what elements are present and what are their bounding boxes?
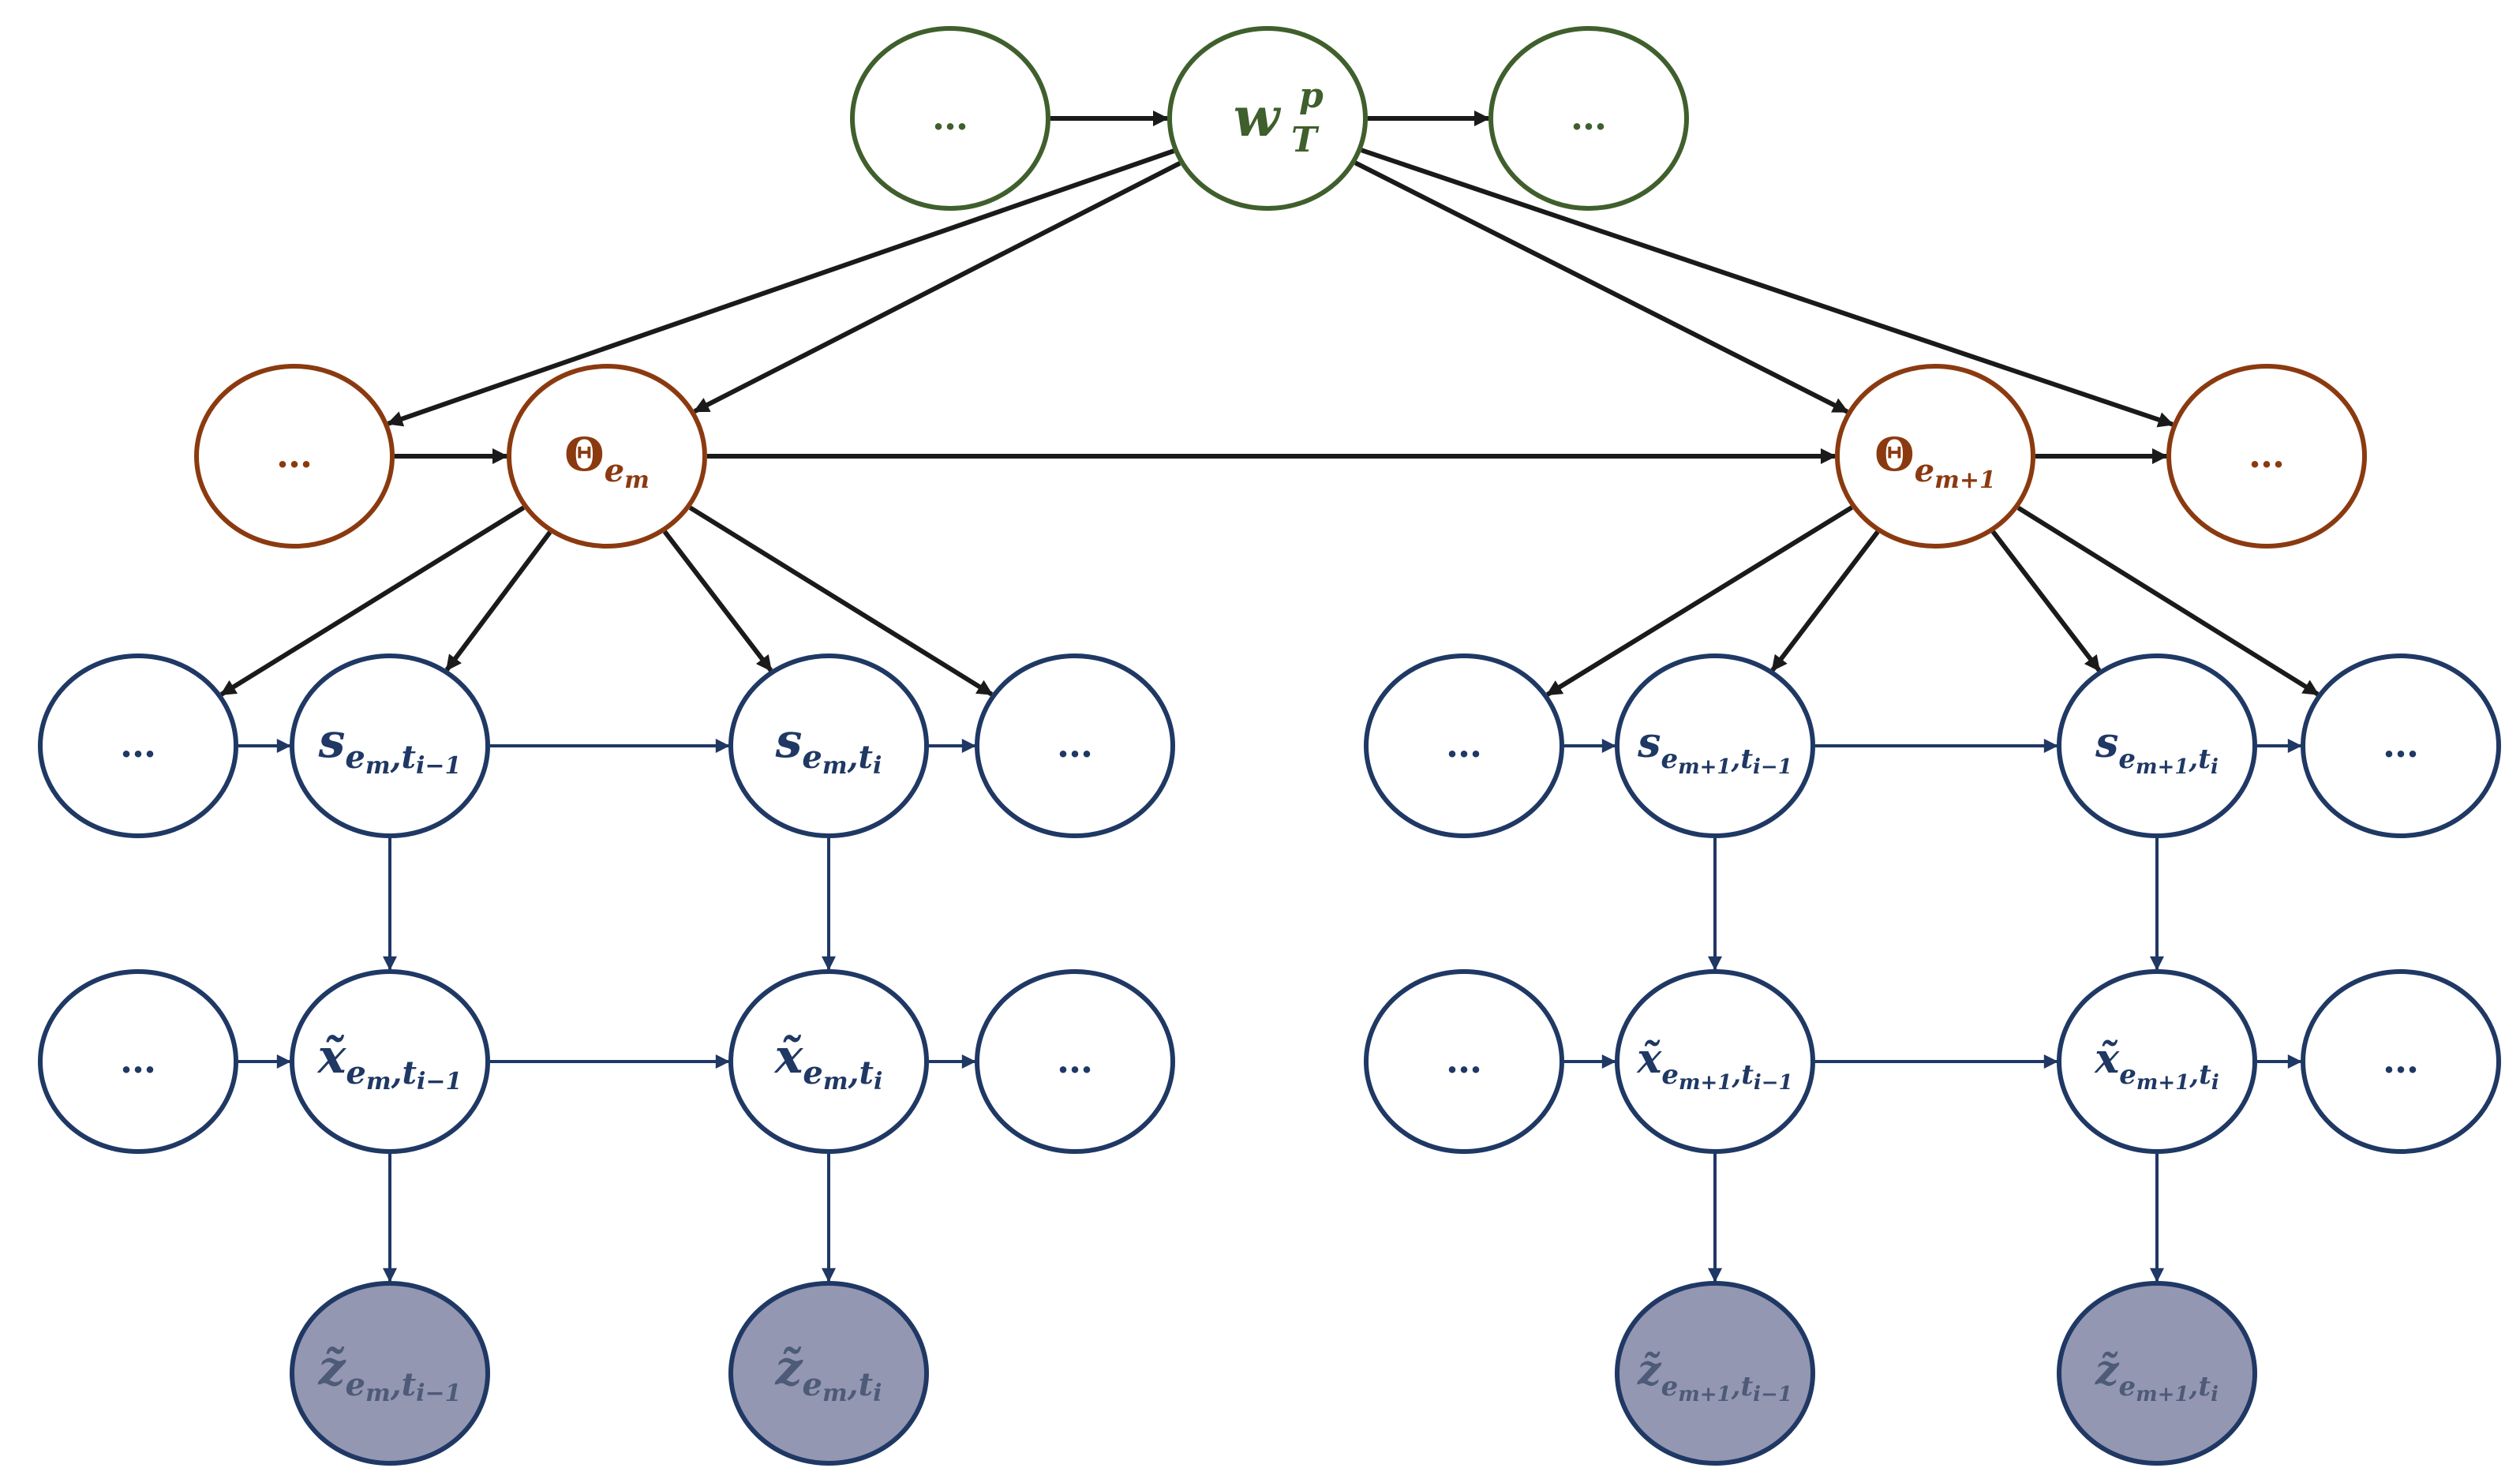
node-ellipse [2057, 969, 2257, 1154]
node-ellipse [2057, 653, 2257, 838]
edge-w-t-p-to-theta-dots-left [386, 148, 1175, 427]
node-ellipse [1167, 26, 1368, 211]
node-label: x̃em,ti−1 [316, 1029, 462, 1095]
node-ellipse [1615, 969, 1815, 1154]
node-s-dots-4: … [2301, 653, 2501, 838]
node-label: … [1446, 1039, 1482, 1081]
edge-theta-em-to-s-em-ti1 [444, 530, 552, 672]
node-ellipse [1615, 1281, 1815, 1466]
edge-theta-em-to-s-dots-2 [688, 505, 994, 697]
node-ellipse [290, 653, 490, 838]
node-ellipse [2301, 653, 2501, 838]
node-label: sem+1,ti−1 [1637, 719, 1792, 779]
node-s-em1-ti: sem+1,ti [2057, 653, 2257, 838]
node-top-dots-left: … [850, 26, 1050, 211]
node-x-em-ti1: x̃em,ti−1 [290, 969, 490, 1154]
node-s-em1-ti1: sem+1,ti−1 [1615, 653, 1815, 838]
node-label: x̃em+1,ti [2094, 1035, 2219, 1095]
node-label: … [1571, 95, 1607, 138]
node-s-dots-3: … [1364, 653, 1564, 838]
node-x-dots-1: … [38, 969, 238, 1154]
node-ellipse [507, 364, 707, 549]
node-top-dots-right: … [1488, 26, 1689, 211]
node-ellipse [728, 653, 929, 838]
node-ellipse [194, 364, 395, 549]
node-z-em-ti1: z̃em,ti−1 [290, 1281, 490, 1466]
edge-theta-em1-to-s-em1-ti1 [1770, 530, 1880, 672]
node-theta-em: Θem [507, 364, 707, 549]
node-x-dots-4: … [2301, 969, 2501, 1154]
node-label: … [120, 1039, 156, 1081]
node-ellipse [1364, 653, 1564, 838]
edges [219, 110, 2320, 1283]
node-label: … [2383, 1039, 2419, 1081]
edge-theta-em1-to-s-em1-ti [1990, 530, 2102, 672]
node-ellipse [1488, 26, 1689, 211]
node-label: sem,ti [775, 713, 882, 780]
node-label: … [276, 433, 313, 476]
node-label: w [1234, 86, 1282, 149]
node-s-em-ti: sem,ti [728, 653, 929, 838]
nodes: … pTw … … Θem Θem+1 … … sem,ti−1 sem,ti … … sem+1,ti… [38, 26, 2501, 1466]
node-label: … [120, 723, 156, 766]
node-s-em-ti1: sem,ti−1 [290, 653, 490, 838]
node-ellipse [2301, 969, 2501, 1154]
node-label: x̃em,ti [773, 1029, 883, 1095]
node-label: … [1057, 1039, 1093, 1081]
node-ellipse [2057, 1281, 2257, 1466]
node-x-dots-3: … [1364, 969, 1564, 1154]
node-x-em1-ti: x̃em+1,ti [2057, 969, 2257, 1154]
node-x-em-ti: x̃em,ti [728, 969, 929, 1154]
node-w-t-p: pTw [1167, 26, 1368, 211]
node-label-sub: T [1291, 120, 1320, 160]
node-label: z̃em+1,ti−1 [1637, 1346, 1792, 1406]
node-label: x̃em+1,ti−1 [1636, 1035, 1792, 1095]
node-label: sem,ti−1 [318, 713, 462, 780]
node-s-dots-1: … [38, 653, 238, 838]
node-ellipse [975, 653, 1175, 838]
node-ellipse [728, 969, 929, 1154]
node-theta-dots-right: … [2166, 364, 2367, 549]
node-ellipse [38, 653, 238, 838]
node-ellipse [2166, 364, 2367, 549]
edge-theta-em-to-s-em-ti [662, 530, 773, 672]
node-label: … [2249, 433, 2285, 476]
node-z-em1-ti1: z̃em+1,ti−1 [1615, 1281, 1815, 1466]
node-label: … [932, 95, 968, 138]
node-ellipse [975, 969, 1175, 1154]
node-ellipse [1835, 364, 2035, 549]
node-label: … [2383, 723, 2419, 766]
node-ellipse [290, 1281, 490, 1466]
node-ellipse [850, 26, 1050, 211]
node-label: Θem+1 [1874, 428, 1996, 494]
edge-w-t-p-to-theta-dots-right [1361, 148, 2174, 428]
node-label: Θem [564, 428, 650, 494]
node-x-em1-ti1: x̃em+1,ti−1 [1615, 969, 1815, 1154]
node-z-em-ti: z̃em,ti [728, 1281, 929, 1466]
node-ellipse [728, 1281, 929, 1466]
node-ellipse [1615, 653, 1815, 838]
edge-theta-em1-to-s-dots-4 [2016, 505, 2320, 697]
node-label: … [1057, 723, 1093, 766]
edge-theta-em-to-s-dots-1 [219, 505, 526, 697]
node-x-dots-2: … [975, 969, 1175, 1154]
node-ellipse [290, 969, 490, 1154]
node-label-sup: p [1299, 76, 1324, 116]
edge-w-t-p-to-theta-em [693, 161, 1181, 414]
node-label: … [1446, 723, 1482, 766]
node-ellipse [1364, 969, 1564, 1154]
node-label: z̃em+1,ti [2095, 1346, 2219, 1406]
edge-w-t-p-to-theta-em1 [1354, 160, 1849, 414]
edge-theta-em1-to-s-dots-3 [1545, 505, 1853, 697]
node-ellipse [38, 969, 238, 1154]
node-theta-em1: Θem+1 [1835, 364, 2035, 549]
node-theta-dots-left: … [194, 364, 395, 549]
node-s-dots-2: … [975, 653, 1175, 838]
node-z-em1-ti: z̃em+1,ti [2057, 1281, 2257, 1466]
node-label: z̃em,ti−1 [317, 1341, 461, 1407]
node-label: z̃em,ti [774, 1341, 882, 1407]
node-label: sem+1,ti [2095, 719, 2219, 779]
